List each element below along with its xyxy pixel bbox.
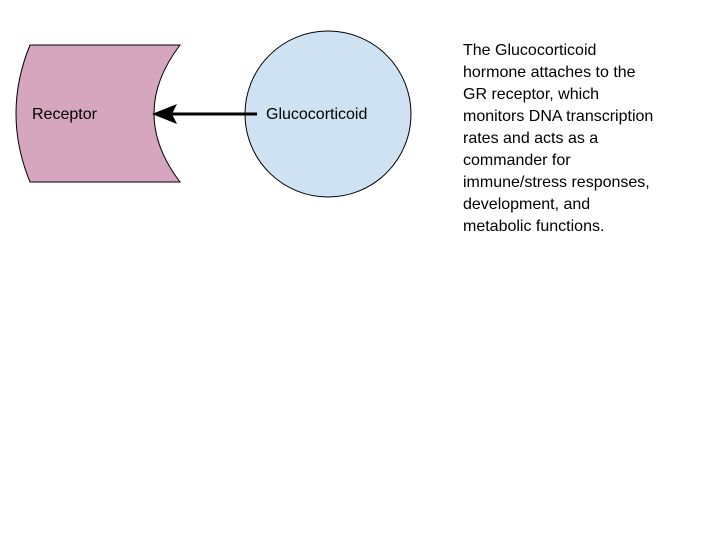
receptor-shape xyxy=(15,44,182,183)
glucocorticoid-label: Glucocorticoid xyxy=(266,106,367,123)
description-line: The Glucocorticoid xyxy=(463,42,597,59)
description-line: rates and acts as a xyxy=(463,130,599,147)
description-line: metabolic functions. xyxy=(463,218,605,235)
description-line: monitors DNA transcription xyxy=(463,108,654,125)
description-line: GR receptor, which xyxy=(463,86,600,103)
description-line: hormone attaches to the xyxy=(463,64,636,81)
description-line: immune/stress responses, xyxy=(463,174,650,191)
description-text: The Glucocorticoid hormone attaches to t… xyxy=(463,40,703,238)
description-line: development, and xyxy=(463,196,591,213)
description-line: commander for xyxy=(463,152,571,169)
receptor-label: Receptor xyxy=(32,106,98,123)
arrowhead-icon xyxy=(152,104,177,124)
